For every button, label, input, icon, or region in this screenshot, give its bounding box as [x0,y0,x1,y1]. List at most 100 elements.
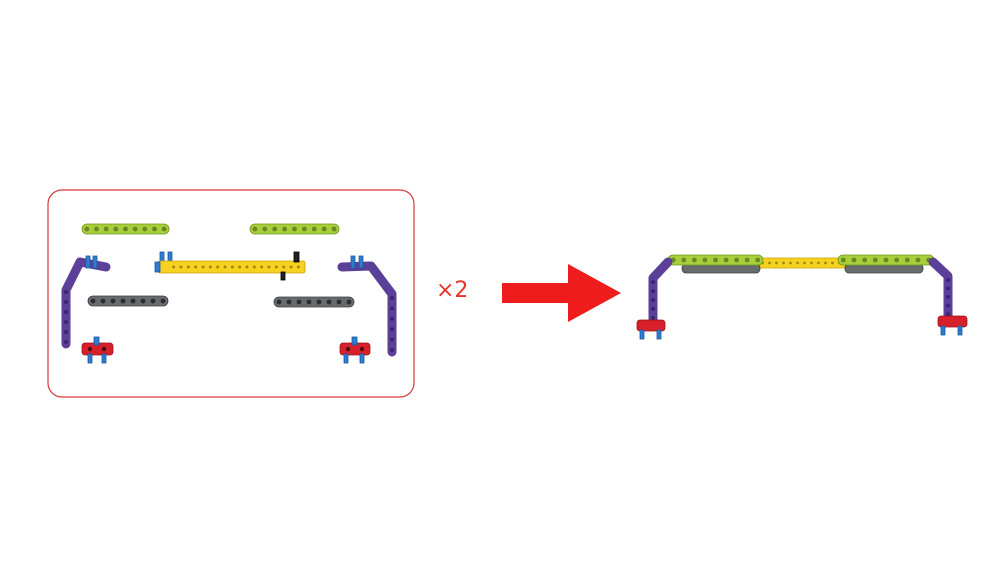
beam-hole [651,289,655,293]
beam-hole [894,257,900,263]
beam-hole [651,298,655,302]
beam-hole [223,265,227,269]
beam-hole [883,257,889,263]
beam-hole [161,226,167,232]
beam-hole [179,265,183,269]
right-arrow-icon [502,264,621,322]
beam-hole [113,226,119,232]
beam-hole [282,226,288,232]
beam-hole [186,265,190,269]
beam-hole [142,226,148,232]
beam-hole [946,278,950,282]
beam-hole [160,298,166,304]
beam-hole [64,300,68,304]
beam-hole [862,257,868,263]
beam-hole [194,265,198,269]
beam-hole [267,265,271,269]
beam-hole [311,226,317,232]
beam-hole [946,303,950,308]
beam-hole [651,316,655,320]
beam-hole [824,261,827,265]
beam-hole [123,226,128,232]
beam-hole [64,290,68,294]
beam-hole [946,286,950,291]
beam-hole [390,316,394,321]
purple-angled-beam-left [61,255,111,349]
beam-hole [390,327,394,332]
beam-hole [64,330,68,334]
beam-hole [130,298,136,304]
beam-hole [331,226,337,232]
beam-hole [390,348,394,352]
beam-hole [723,257,729,263]
beam-hole [90,298,96,304]
beam-hole [84,226,90,232]
gray-beam-right [273,296,355,308]
beam-hole [301,226,307,232]
beam-hole [872,257,878,263]
beam-hole [262,226,268,232]
beam-hole [306,299,312,305]
beam-hole [831,261,834,265]
beam-hole [296,265,300,269]
beam-hole [252,226,258,232]
beam-hole [840,257,846,263]
beam-hole [744,257,750,263]
beam-hole [796,261,799,265]
multiplier-label: ×2 [436,278,469,303]
beam-hole [768,261,771,265]
beam-hole [64,340,68,344]
beam-hole [172,265,176,269]
beam-hole [110,298,116,304]
lime-beam-left [81,223,170,235]
beam-hole [64,310,68,314]
beam-hole [132,226,138,232]
beam-hole [208,265,212,269]
beam-hole [120,298,126,304]
beam-hole [274,265,278,269]
beam-hole [782,261,785,265]
beam-hole [681,257,687,263]
gray-beam-left [87,295,169,307]
beam-hole [100,298,106,304]
beam-hole [691,257,697,263]
beam-hole [651,280,655,284]
beam-hole [103,226,109,232]
beam-hole [201,265,205,269]
parts-box [47,189,415,398]
beam-hole [734,257,740,263]
beam-hole [286,299,292,305]
beam-hole [390,306,394,311]
assembled-model [636,254,968,340]
beam-hole [230,265,234,269]
beam-hole [651,307,655,311]
beam-hole [140,298,146,304]
beam-hole [336,299,342,305]
beam-hole [713,257,718,263]
beam-hole [245,265,249,269]
yellow-beam [154,251,306,281]
lime-beam-right [249,223,340,235]
red-connector-right [339,336,371,364]
beam-hole [276,299,282,305]
beam-hole [321,226,327,232]
beam-hole [390,296,394,300]
beam-hole [390,337,394,342]
beam-hole [296,299,302,305]
beam-hole [946,312,950,316]
beam-hole [803,261,806,265]
purple-angled-beam-right [337,255,397,357]
beam-hole [272,226,278,232]
beam-hole [316,299,322,305]
beam-hole [326,299,332,305]
beam-hole [64,320,68,324]
beam-hole [216,265,220,269]
parts-group [61,223,397,364]
beam-hole [150,298,156,304]
beam-hole [260,265,264,269]
beam-hole [346,299,352,305]
beam-hole [851,257,857,263]
beam-hole [904,257,910,263]
beam-hole [282,265,286,269]
